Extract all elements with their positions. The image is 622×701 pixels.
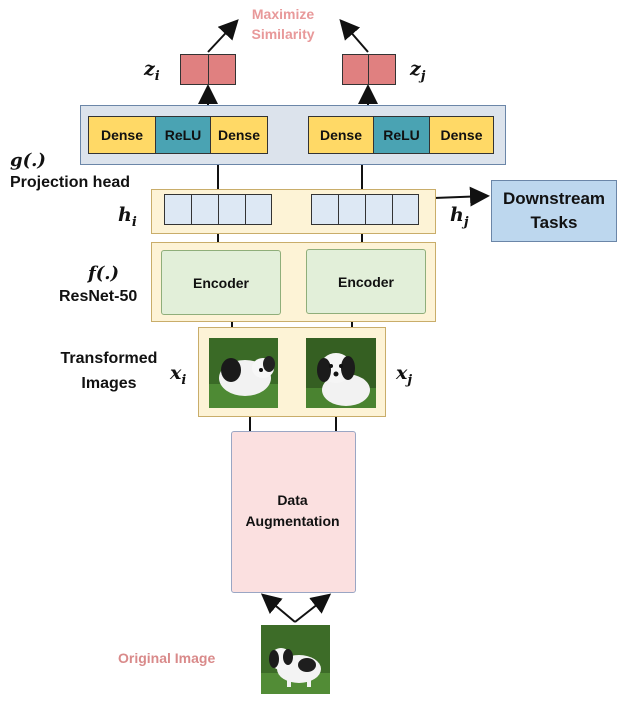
z-i-box-right (208, 54, 236, 85)
h-i-vector (164, 194, 272, 225)
projection-right-blocks: Dense ReLU Dense (308, 116, 494, 154)
projection-left-blocks: Dense ReLU Dense (88, 116, 268, 154)
projection-head-title: Projection head (10, 174, 131, 191)
z-i-box-left (180, 54, 209, 85)
x-i-symbol: x (170, 362, 182, 384)
h-i-cell-2 (191, 194, 219, 225)
relu-block-left: ReLU (155, 116, 211, 154)
data-text: Data (277, 492, 308, 508)
downstream-text: Downstream (502, 189, 606, 208)
maximize-text: Maximize (251, 6, 315, 22)
transformed-image-j (306, 338, 376, 408)
downstream-tasks-box: Downstream Tasks (491, 180, 617, 242)
augmentation-text: Augmentation (245, 513, 340, 529)
f-function-label: f(.) (88, 263, 120, 284)
h-i-symbol: h (118, 204, 132, 226)
original-image-label: Original Image (118, 650, 216, 666)
z-i-subscript: i (154, 68, 160, 84)
h-i-subscript: i (131, 214, 137, 230)
z-i-symbol: z (144, 58, 155, 80)
h-j-subscript: j (463, 214, 469, 230)
dog-j-icon (306, 338, 376, 408)
data-augmentation-label: Data Augmentation (231, 490, 354, 532)
original-image (261, 625, 330, 694)
dog-original-icon (261, 625, 330, 694)
z-j-box-right (368, 54, 396, 85)
dense-block-right-1: Dense (308, 116, 374, 154)
h-j-cell-4 (392, 194, 419, 225)
h-j-cell-2 (338, 194, 366, 225)
x-j-label: xj (396, 362, 412, 388)
relu-block-right: ReLU (373, 116, 430, 154)
dense-block-left-2: Dense (210, 116, 268, 154)
arrow-orig-aug-left (260, 593, 296, 623)
h-i-label: hi (118, 204, 137, 230)
x-i-label: xi (170, 362, 186, 388)
z-j-label: zj (410, 58, 426, 84)
transformed-text: Transformed (60, 350, 158, 367)
h-j-vector (311, 194, 419, 225)
dog-i-icon (209, 338, 278, 408)
tasks-text: Tasks (530, 213, 578, 232)
h-i-cell-3 (218, 194, 246, 225)
x-j-symbol: x (396, 362, 408, 384)
h-i-cell-1 (164, 194, 192, 225)
x-j-subscript: j (407, 372, 413, 388)
z-i-label: zi (144, 58, 160, 84)
arrow-downstream (433, 186, 490, 207)
data-augmentation-box (231, 431, 356, 593)
arrow-zi-up (207, 19, 239, 53)
h-j-cell-3 (365, 194, 393, 225)
z-j-box-left (342, 54, 369, 85)
z-j-symbol: z (410, 58, 421, 80)
h-i-cell-4 (245, 194, 272, 225)
resnet-title: ResNet-50 (59, 288, 138, 305)
similarity-text: Similarity (251, 26, 315, 42)
arrow-zj-up (339, 18, 369, 53)
h-j-cell-1 (311, 194, 339, 225)
transformed-images-label: Transformed Images (50, 346, 168, 396)
encoder-left: Encoder (161, 250, 281, 315)
maximize-similarity-label: Maximize Similarity (228, 4, 338, 44)
dense-block-left-1: Dense (88, 116, 156, 154)
z-j-subscript: j (420, 68, 426, 84)
images-text: Images (81, 375, 137, 392)
transformed-image-i (209, 338, 278, 408)
h-j-label: hj (450, 204, 469, 230)
g-function-label: g(.) (10, 150, 46, 171)
h-j-symbol: h (450, 204, 464, 226)
arrow-orig-aug-right (294, 593, 332, 623)
dense-block-right-2: Dense (429, 116, 494, 154)
x-i-subscript: i (181, 372, 187, 388)
encoder-right: Encoder (306, 249, 426, 314)
